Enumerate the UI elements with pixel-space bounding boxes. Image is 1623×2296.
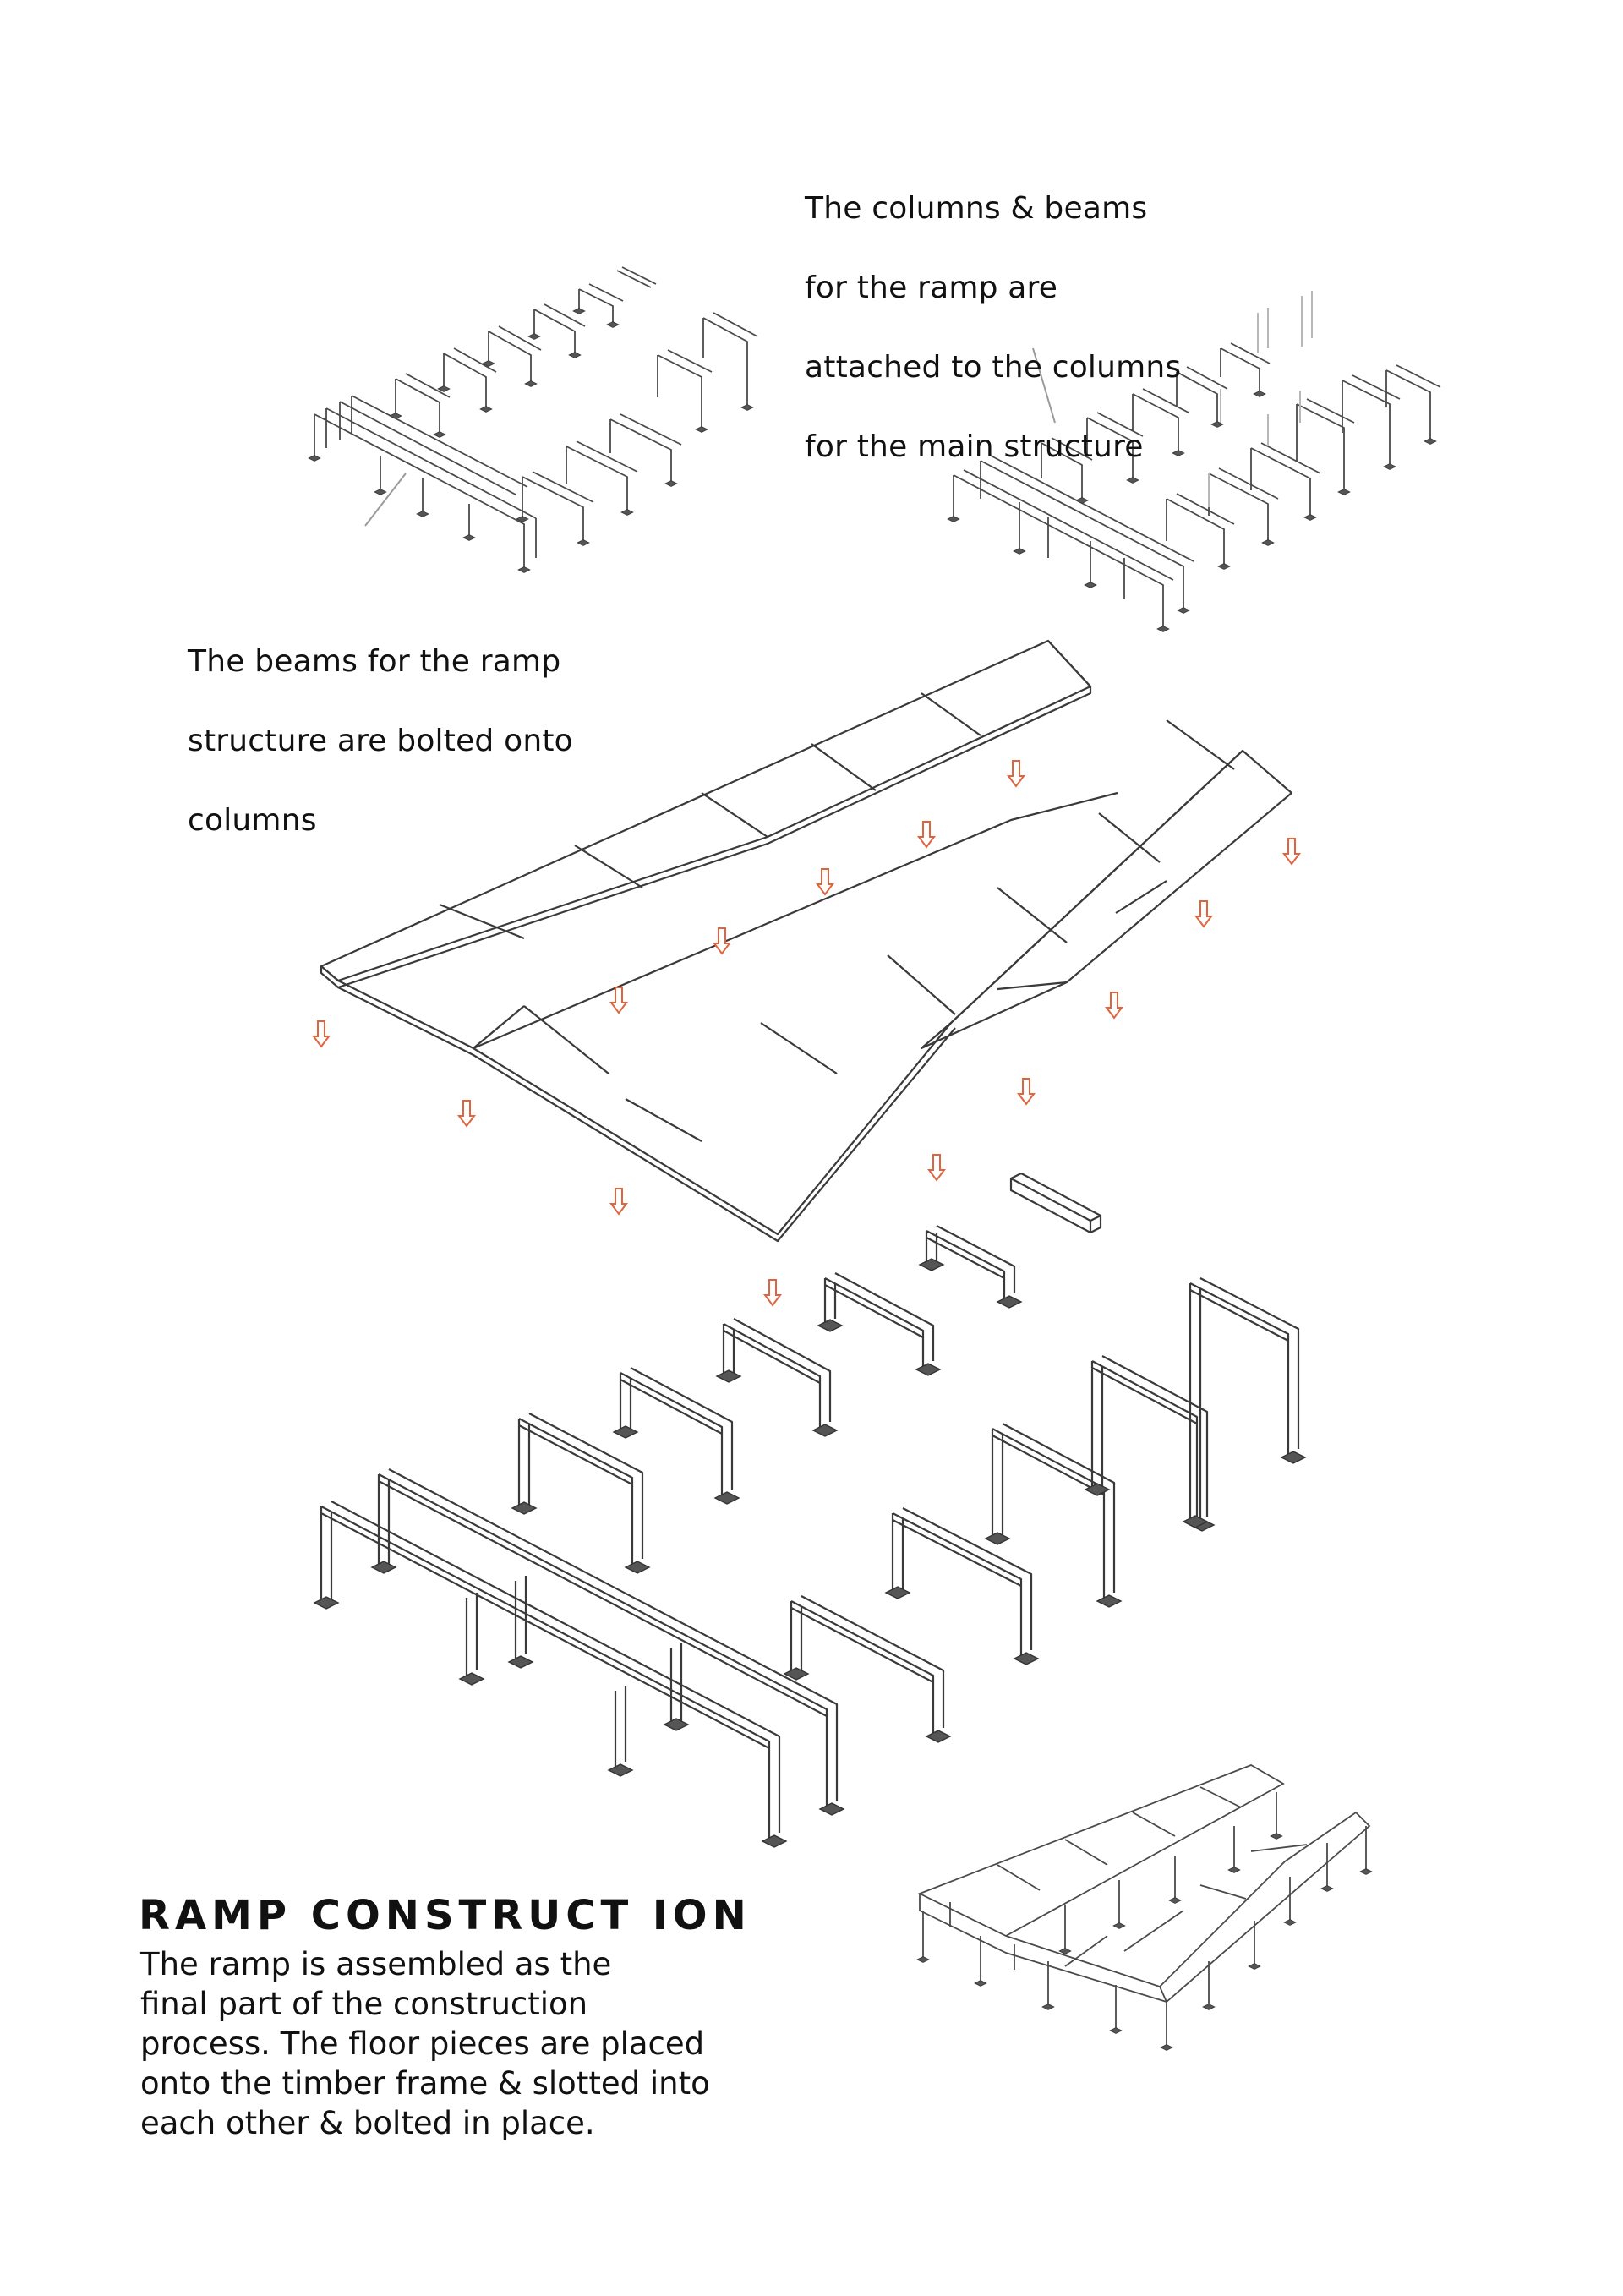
section-description: The ramp is assembled as the final part …	[140, 1944, 710, 2143]
section-title: RAMP CONSTRUCT ION	[139, 1892, 751, 1939]
ramp-floor-panels	[320, 639, 1293, 1243]
annotation-columns-beams: The columns & beams for the ramp are att…	[805, 149, 1181, 467]
annotation-line: for the ramp are	[805, 271, 1058, 305]
placement-arrows	[313, 760, 1300, 1306]
frames-small-left	[314, 266, 758, 568]
large-column-feet	[314, 1258, 1306, 1848]
leader-line-left	[364, 473, 407, 527]
ghost-columns-right	[1208, 291, 1313, 507]
annotation-line: attached to the columns	[805, 350, 1182, 385]
annotation-beams-bolted: The beams for the ramp structure are bol…	[188, 602, 573, 840]
annotation-line: The columns & beams	[805, 191, 1148, 226]
annotation-line: columns	[188, 803, 317, 838]
description-line: final part of the construction	[140, 1986, 588, 2022]
description-line: The ramp is assembled as the	[140, 1946, 612, 1982]
description-line: each other & bolted in place.	[140, 2105, 595, 2141]
loose-beam	[1009, 1172, 1102, 1234]
assembled-ramp	[917, 1764, 1371, 2046]
assembled-ramp-feet	[916, 1833, 1373, 2051]
annotation-line: for the main structure	[805, 429, 1144, 464]
description-line: onto the timber frame & slotted into	[140, 2065, 710, 2102]
annotation-line: The beams for the ramp	[188, 644, 561, 679]
column-feet-small-left	[308, 308, 754, 573]
description-line: process. The floor pieces are placed	[140, 2025, 705, 2062]
annotation-line: structure are bolted onto	[188, 724, 573, 758]
large-timber-frames	[320, 1225, 1300, 1838]
leader-line-top	[1032, 347, 1056, 424]
frames-small-right	[953, 342, 1441, 627]
